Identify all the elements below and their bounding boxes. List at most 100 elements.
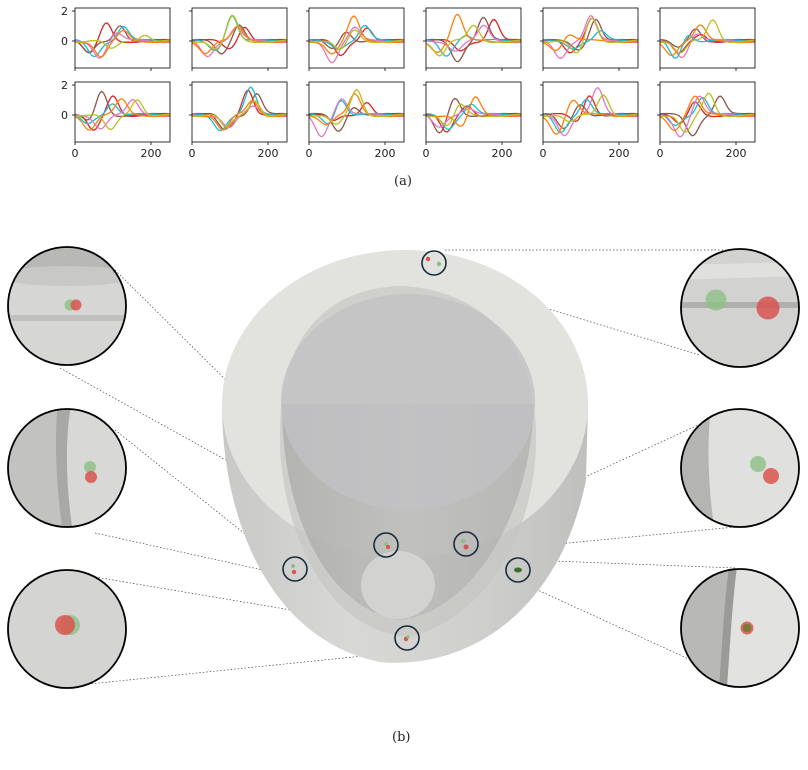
subplot-frame — [425, 7, 522, 69]
series-line — [308, 99, 405, 125]
marker-circle-center-left — [373, 532, 399, 558]
subplot-r1-c6 — [657, 7, 756, 71]
panel-b-ventricle — [7, 246, 800, 689]
subplot-frame — [191, 81, 288, 143]
subplot-frame — [542, 7, 639, 69]
series-line — [425, 18, 522, 52]
series-line — [308, 29, 405, 50]
series-line — [542, 104, 639, 130]
point-dots — [291, 256, 522, 642]
y-tick-label: 0 — [61, 35, 68, 48]
y-tick-label: 2 — [61, 5, 68, 18]
subplot-r2-c3 — [306, 81, 405, 145]
series-line — [425, 24, 522, 57]
series-line — [74, 25, 171, 54]
subplot-r2-c6 — [657, 81, 756, 145]
series-line — [542, 18, 639, 51]
series-line — [542, 95, 639, 122]
series-line — [191, 100, 288, 128]
subplot-frame — [191, 7, 288, 69]
x-tick-label: 0 — [189, 147, 196, 160]
series-line — [659, 97, 756, 127]
series-line — [74, 103, 171, 125]
marker-circle-left — [282, 556, 308, 582]
y-tick-label: 0 — [61, 109, 68, 122]
subplot-frame — [425, 81, 522, 143]
caption-a: (a) — [394, 174, 412, 189]
x-tick-label: 0 — [72, 147, 79, 160]
subplot-frame — [659, 81, 756, 143]
series-line — [308, 26, 405, 64]
zoom-inset-5 — [680, 408, 800, 528]
series-line — [425, 97, 522, 134]
series-line — [308, 88, 405, 125]
series-line — [308, 102, 405, 122]
subplot-r1-c5 — [540, 7, 639, 71]
x-tick-label: 200 — [609, 147, 630, 160]
point-markers — [282, 250, 531, 651]
x-tick-label: 200 — [726, 147, 747, 160]
ventricle-apex-surface — [361, 551, 435, 619]
subplot-r1-c3 — [306, 7, 405, 71]
zoom-inset-2 — [7, 408, 127, 528]
series-line — [659, 34, 756, 54]
subplot-frame — [659, 7, 756, 69]
subplot-r2-c4 — [423, 81, 522, 145]
series-line — [542, 17, 639, 54]
subplot-r2-c1 — [72, 81, 171, 145]
series-line — [74, 29, 171, 58]
series-line — [425, 103, 522, 127]
ventricle-inner-top — [281, 294, 535, 510]
x-tick-label: 0 — [306, 147, 313, 160]
zoom-inset-3 — [7, 569, 127, 689]
caption-b: (b) — [392, 730, 411, 745]
series-line — [542, 17, 639, 54]
series-line — [659, 34, 756, 60]
series-line — [660, 92, 756, 133]
x-tick-label: 200 — [141, 147, 162, 160]
series-line — [74, 34, 171, 49]
x-tick-label: 0 — [657, 147, 664, 160]
zoom-inset-4 — [680, 248, 800, 368]
subplot-r1-c4 — [423, 7, 522, 71]
y-tick-label: 2 — [61, 79, 68, 92]
zoom-inset-6 — [680, 568, 800, 688]
subplot-frame — [74, 81, 171, 143]
subplot-r2-c2 — [189, 81, 288, 145]
series-line — [74, 32, 171, 59]
subplot-r1-c1 — [72, 7, 171, 71]
x-tick-label: 200 — [492, 147, 513, 160]
x-tick-label: 0 — [540, 147, 547, 160]
x-tick-label: 200 — [258, 147, 279, 160]
subplot-frame — [308, 7, 405, 69]
subplot-frame — [74, 7, 171, 69]
subplot-r2-c5 — [540, 81, 639, 145]
series-line — [191, 89, 288, 129]
marker-circle-center-right — [453, 531, 479, 557]
subplot-r1-c2 — [189, 7, 288, 71]
series-line — [659, 95, 756, 137]
series-line — [308, 98, 405, 138]
series-line — [542, 14, 639, 59]
zoom-inset-1 — [7, 246, 127, 366]
marker-circle-right — [505, 557, 531, 583]
marker-circle-bottom — [394, 625, 420, 651]
series-line — [191, 24, 288, 55]
series-line — [308, 107, 405, 132]
marker-circle-top — [421, 250, 447, 276]
series-line — [425, 14, 522, 54]
series-line — [191, 100, 288, 131]
x-tick-label: 0 — [423, 147, 430, 160]
series-line — [542, 34, 639, 51]
subplot-frame — [308, 81, 405, 143]
series-line — [308, 31, 405, 50]
series-line — [192, 15, 288, 50]
series-line — [542, 94, 639, 123]
subplot-frame — [542, 81, 639, 143]
x-tick-label: 200 — [375, 147, 396, 160]
series-line — [74, 99, 171, 131]
series-line — [74, 98, 171, 131]
series-line — [659, 19, 756, 54]
